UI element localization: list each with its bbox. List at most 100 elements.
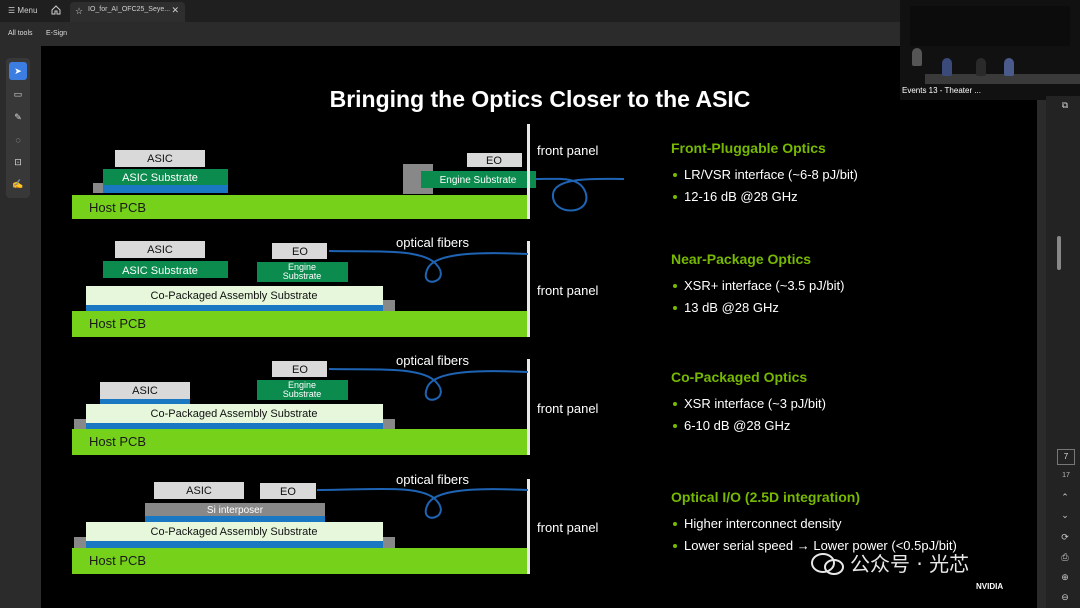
section-near-package: Near-Package Optics XSR+ interface (~3.5… (671, 251, 844, 315)
host-pcb-label: Host PCB (89, 200, 146, 215)
eo-label: EO (292, 246, 308, 258)
stamp-icon[interactable]: ✍ (12, 179, 24, 189)
panel-table (925, 74, 1080, 84)
section-co-packaged: Co-Packaged Optics XSR interface (~3 pJ/… (671, 369, 826, 433)
fiber-loop (328, 368, 529, 401)
esign-button[interactable]: E-Sign (46, 30, 68, 37)
section-heading: Near-Package Optics (671, 251, 811, 267)
eo-chip (467, 153, 522, 167)
fiber-loop (328, 250, 529, 283)
comment-add-icon[interactable]: ▭ (13, 89, 23, 99)
stiffener (74, 537, 86, 548)
asic-label: ASIC (132, 385, 158, 397)
fiber-loop (316, 487, 529, 519)
fiber-loop (535, 177, 625, 212)
cpa-substrate (86, 404, 383, 423)
tab-title: IO_for_AI_OFC25_Seye... (88, 6, 171, 13)
section-bullet: XSR+ interface (~3.5 pJ/bit) (684, 278, 844, 293)
bullet-dot (673, 402, 677, 406)
pen-icon[interactable]: ✎ (14, 112, 22, 122)
text-select-icon[interactable]: ⊡ (14, 157, 22, 167)
save-icon[interactable]: ⎙ (1061, 552, 1069, 562)
bullet-dot (673, 306, 677, 310)
top-toolbar: All tools E-Sign (0, 22, 900, 46)
engine-substrate-label: Engine Substrate (440, 175, 517, 186)
asic-substrate-label: ASIC Substrate (122, 265, 198, 277)
section-front-pluggable: Front-Pluggable Optics LR/VSR interface … (671, 140, 858, 204)
host-pcb (72, 548, 529, 574)
host-pcb-label: Host PCB (89, 434, 146, 449)
front-panel-wall (527, 241, 530, 337)
bumps (100, 399, 190, 404)
engine-label: Engine (288, 380, 316, 390)
current-page-input[interactable]: 7 (1057, 449, 1075, 465)
host-pcb (72, 195, 529, 219)
front-panel-label: front panel (537, 401, 599, 416)
optical-fibers-label: optical fibers (396, 235, 469, 250)
diagram-optical-io: Host PCB Co-Packaged Assembly Substrate … (72, 472, 599, 574)
engine-substrate (257, 262, 348, 282)
nvidia-logo: NVIDIA (976, 582, 1004, 591)
menu-button[interactable]: ☰ Menu (8, 6, 38, 15)
cpa-substrate (86, 522, 383, 541)
diagram-front-pluggable: Host PCB ASIC Substrate ASIC Engine Subs… (72, 124, 625, 219)
star-icon[interactable]: ☆ (75, 6, 84, 16)
substrate-label: Substrate (283, 389, 322, 399)
section-bullet: LR/VSR interface (~6-8 pJ/bit) (684, 167, 858, 182)
total-pages: 17 (1062, 472, 1070, 479)
asic-chip (100, 382, 190, 399)
si-interposer-label: Si interposer (207, 505, 264, 516)
eo-label: EO (486, 155, 502, 167)
stiffener (74, 419, 86, 429)
front-panel-label: front panel (537, 143, 599, 158)
stage-screen (910, 6, 1070, 46)
engine-substrate (257, 380, 348, 400)
zoom-in-icon[interactable]: ⊕ (1061, 572, 1069, 582)
refresh-icon[interactable]: ⟳ (1061, 532, 1069, 542)
asic-chip (154, 482, 244, 499)
watermark-text: 公众号 · 光芯 (850, 552, 970, 576)
browser-tab-bar: ☰ Menu ☆ IO_for_AI_OFC25_Seye... ✕ (0, 0, 1080, 22)
stiffener (383, 419, 395, 429)
panelist-figure (1004, 58, 1014, 76)
chevron-up-icon[interactable]: ⌃ (1061, 492, 1069, 502)
all-tools-button[interactable]: All tools (8, 30, 33, 37)
engine-substrate (421, 171, 536, 188)
bullet-dot (673, 544, 677, 548)
stiffener (383, 537, 395, 548)
bullet-dot (673, 195, 677, 199)
cpa-substrate (86, 286, 383, 305)
video-overlay[interactable]: Events 13 - Theater ... (900, 0, 1080, 100)
chevron-down-icon[interactable]: ⌄ (1061, 510, 1069, 520)
asic-substrate (103, 261, 228, 278)
cpa-substrate-label: Co-Packaged Assembly Substrate (151, 290, 318, 302)
si-interposer (145, 503, 325, 516)
asic-label: ASIC (147, 153, 173, 165)
home-icon[interactable] (50, 4, 62, 16)
select-cursor-icon[interactable]: ➤ (9, 62, 27, 80)
document-tab[interactable]: ☆ IO_for_AI_OFC25_Seye... ✕ (70, 2, 185, 22)
section-bullet: 12-16 dB @28 GHz (684, 189, 798, 204)
zoom-out-icon[interactable]: ⊖ (1061, 592, 1069, 602)
scrollbar-thumb[interactable] (1057, 236, 1061, 270)
host-pcb (72, 429, 529, 455)
lasso-icon[interactable]: ◌ (15, 135, 21, 145)
asic-chip (115, 150, 205, 167)
engine-label: Engine (288, 262, 316, 272)
wechat-icon (811, 553, 844, 575)
menu-label: Menu (17, 6, 38, 15)
bullet-dot (673, 284, 677, 288)
eo-chip (260, 483, 316, 499)
video-label: Events 13 - Theater ... (902, 86, 982, 95)
close-icon[interactable]: ✕ (171, 5, 179, 15)
bumps (103, 185, 228, 193)
asic-substrate-label: ASIC Substrate (122, 172, 198, 184)
asic-label: ASIC (186, 485, 212, 497)
diagram-co-packaged: Host PCB Co-Packaged Assembly Substrate … (72, 353, 599, 455)
diagram-near-package: Host PCB Co-Packaged Assembly Substrate … (72, 235, 599, 337)
slide-graphic: Bringing the Optics Closer to the ASIC H… (72, 86, 957, 574)
copy-icon[interactable]: ⧉ (1061, 100, 1069, 110)
slide-title: Bringing the Optics Closer to the ASIC (330, 86, 751, 112)
front-panel-wall (527, 124, 530, 219)
right-sidebar: ⧉ 7 17 ⌃ ⌄ ⟳ ⎙ ⊕ ⊖ (1046, 96, 1080, 608)
